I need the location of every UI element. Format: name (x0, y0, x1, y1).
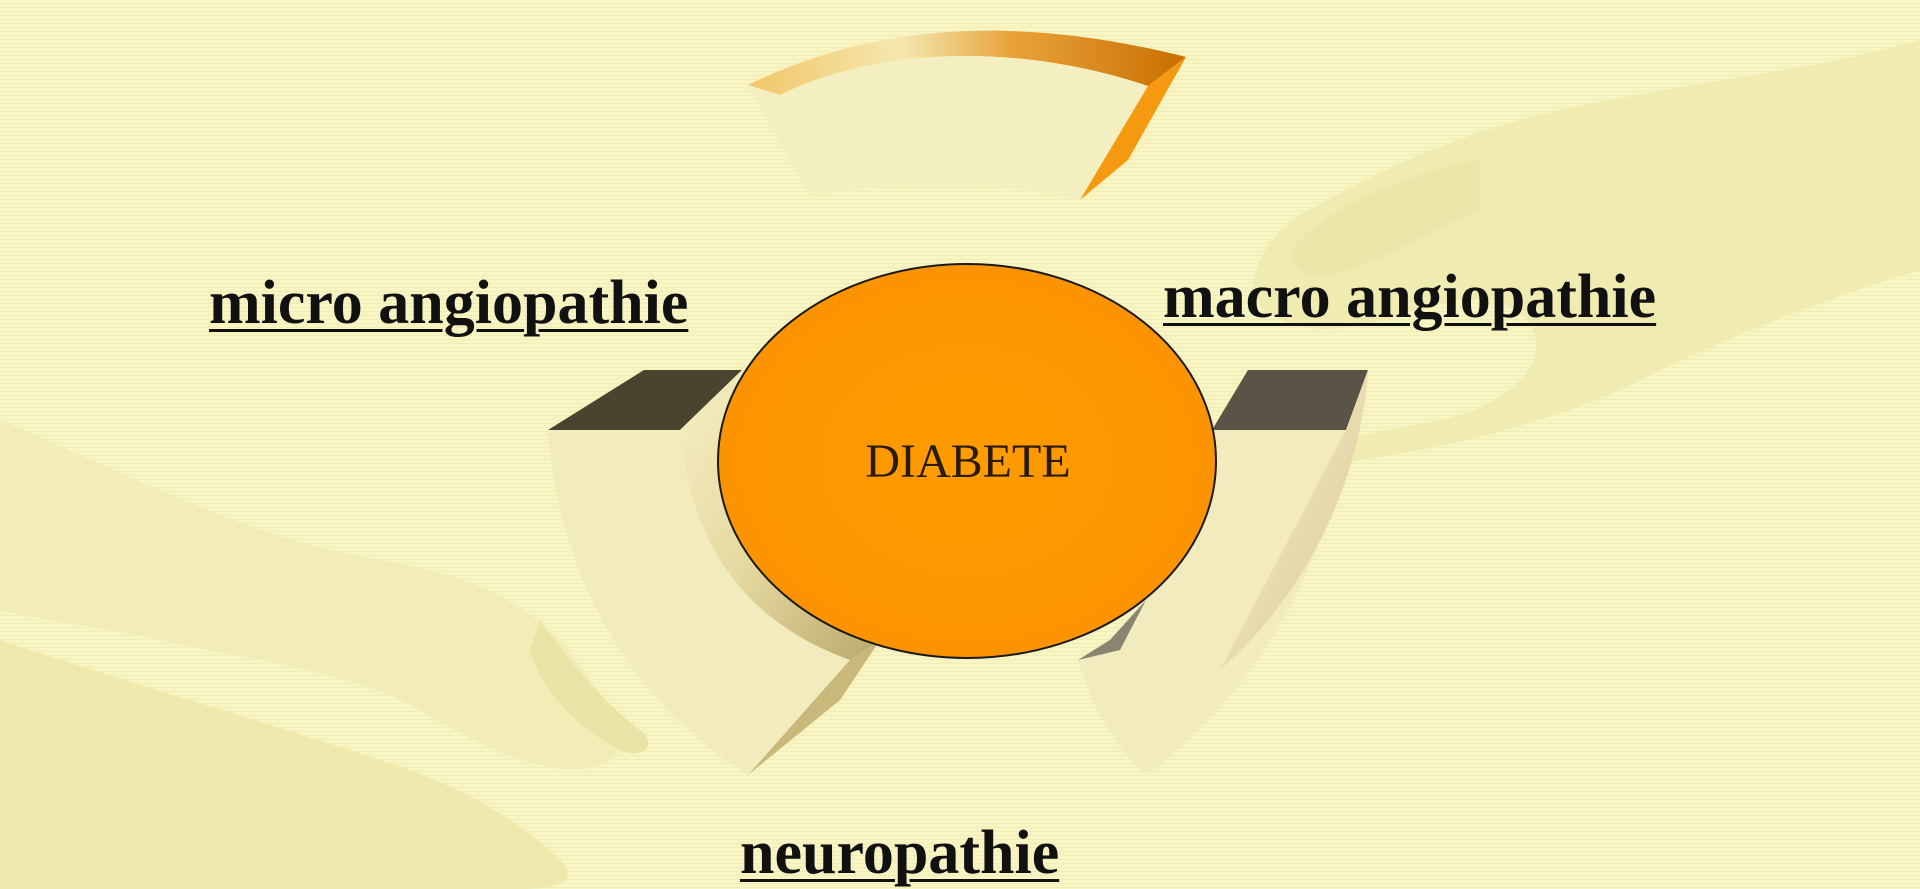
label-neuropathie: neuropathie (740, 822, 1059, 884)
top-cycle-arrow (748, 31, 1186, 200)
label-micro-angiopathie: micro angiopathie (209, 272, 688, 334)
center-label: DIABETE (718, 438, 1218, 486)
label-macro-angiopathie: macro angiopathie (1163, 266, 1656, 328)
